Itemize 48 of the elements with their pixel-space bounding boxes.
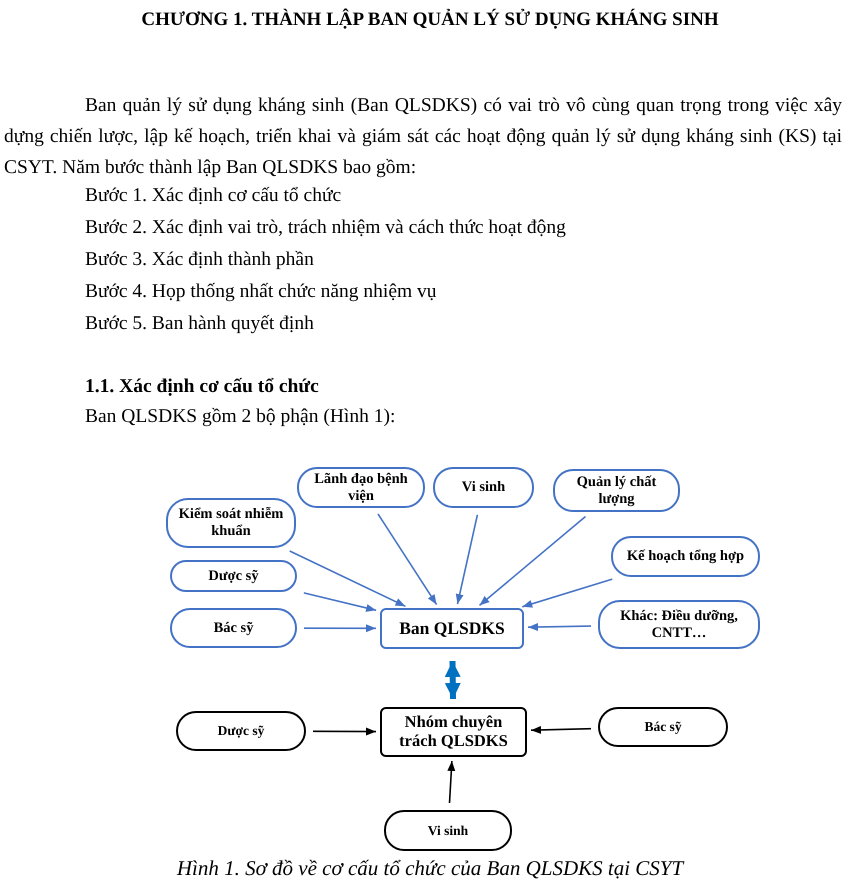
arrow — [377, 513, 438, 606]
node-label: Bác sỹ — [212, 620, 254, 636]
arrow — [530, 726, 592, 734]
node-label: Vi sinh — [426, 822, 470, 838]
arrow — [478, 516, 586, 606]
step-item: Bước 1. Xác định cơ cấu tổ chức — [85, 184, 342, 208]
paragraph: Ban quản lý sử dụng kháng sinh (Ban QLSDKS) có vai trò vô cùng quan trọng trong việc xây dựng chiến lược, lập kế hoạch, triển khai và giám sát các hoạt động quản lý sử dụng kháng sinh (KS) tại CSYT. Năm bước thành lập Ban QLSDKS bao gồm: — [4, 94, 842, 180]
step-item: Bước 4. Họp thống nhất chức năng nhiệm vụ — [85, 280, 437, 304]
section-heading: 1.1. Xác định cơ cấu tổ chức — [85, 375, 319, 399]
process-box — [380, 707, 527, 757]
process-box — [380, 608, 524, 649]
arrow — [522, 578, 613, 608]
rounded-box — [598, 707, 728, 747]
step-item: Bước 3. Xác định thành phần — [85, 248, 314, 272]
rounded-box — [166, 498, 296, 548]
rounded-box — [611, 536, 760, 577]
step-item: Bước 5. Ban hành quyết định — [85, 312, 314, 336]
arrow — [289, 550, 406, 608]
arrow — [528, 623, 592, 632]
node-label: Quản lý chất lượng — [576, 474, 658, 508]
node-label: Nhóm chuyên trách QLSDKS — [398, 713, 509, 751]
double-arrow — [444, 660, 461, 700]
rounded-box — [170, 560, 297, 592]
page-title: CHƯƠNG 1. THÀNH LẬP BAN QUẢN LÝ SỬ DỤNG KHÁNG SINH — [140, 8, 720, 32]
node-label: Bác sỹ — [643, 719, 683, 735]
arrow — [456, 514, 478, 604]
node-label: Kiểm soát nhiễm khuẩn — [178, 506, 284, 540]
rounded-box — [598, 600, 760, 649]
node-label: Kế hoạch tổng hợp — [626, 548, 746, 565]
node-label: Khác: Điều dưỡng, CNTT… — [619, 608, 739, 642]
arrow — [304, 624, 376, 632]
rounded-box — [433, 467, 534, 508]
arrow — [447, 760, 456, 804]
node-label: Dược sỹ — [207, 568, 260, 584]
step-item: Bước 2. Xác định vai trò, trách nhiệm và cách thức hoạt động — [85, 216, 566, 240]
node-label: Vi sinh — [460, 479, 506, 496]
node-label: Lãnh đạo bệnh viện — [313, 470, 409, 504]
rounded-box — [553, 469, 680, 512]
body-text: Ban QLSDKS gồm 2 bộ phận (Hình 1): — [85, 405, 396, 429]
rounded-box — [170, 608, 297, 648]
node-label: Ban QLSDKS — [398, 618, 506, 639]
rounded-box — [384, 810, 512, 851]
rounded-box — [297, 467, 425, 508]
node-label: Dược sỹ — [216, 723, 266, 739]
figure-caption: Hình 1. Sơ đồ về cơ cấu tổ chức của Ban QLSDKS tại CSYT — [176, 856, 686, 880]
arrow — [304, 592, 376, 612]
rounded-box — [176, 711, 306, 751]
arrow — [313, 728, 376, 736]
